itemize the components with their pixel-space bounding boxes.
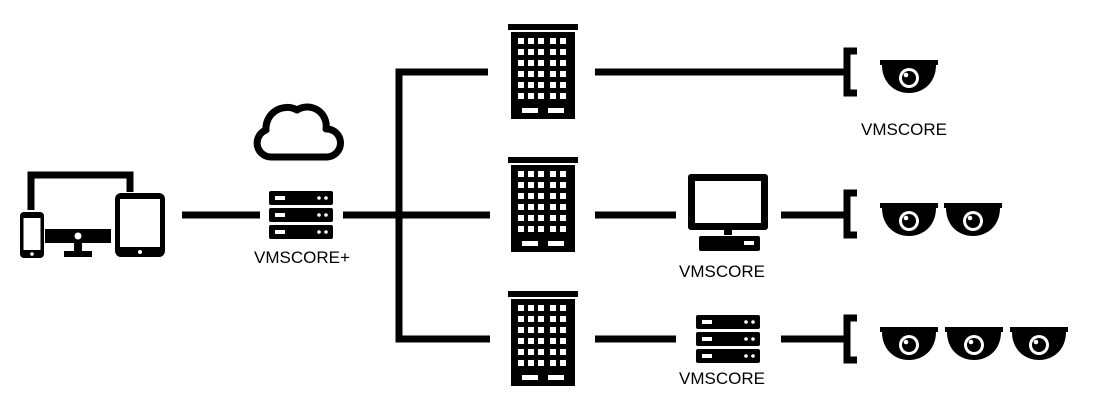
site2-camera-bracket: [847, 193, 857, 235]
tablet-icon: [115, 193, 165, 257]
site1-cameras: [880, 60, 938, 93]
distribution-bus-line: [395, 68, 490, 343]
dome-camera-icon: [944, 203, 1002, 236]
dome-camera-icon: [880, 60, 938, 93]
site1-label: VMSCORE: [861, 120, 947, 139]
building-site-3-icon: [508, 291, 578, 386]
site3-camera-bracket: [847, 318, 857, 360]
site3-cameras: [880, 327, 1068, 360]
client-devices: [20, 171, 165, 258]
connection-lines: [182, 68, 844, 343]
building-site-2-icon: [508, 157, 578, 252]
cloud-icon: [253, 103, 344, 161]
desktop-monitor-icon: [27, 171, 134, 257]
dome-camera-icon: [880, 203, 938, 236]
site1-camera-bracket: [847, 51, 857, 93]
site2-label: VMSCORE: [679, 262, 765, 281]
site2-cameras: [880, 203, 1002, 236]
site3-label: VMSCORE: [679, 369, 765, 388]
site-server-icon: [696, 315, 760, 363]
central-server-label: VMSCORE+: [254, 248, 350, 267]
computer-workstation-icon: [688, 174, 768, 251]
building-site-1-icon: [508, 24, 578, 119]
dome-camera-icon: [945, 327, 1003, 360]
phone-icon: [20, 212, 44, 258]
central-server-icon: [269, 191, 333, 239]
dome-camera-icon: [1010, 327, 1068, 360]
dome-camera-icon: [880, 327, 938, 360]
